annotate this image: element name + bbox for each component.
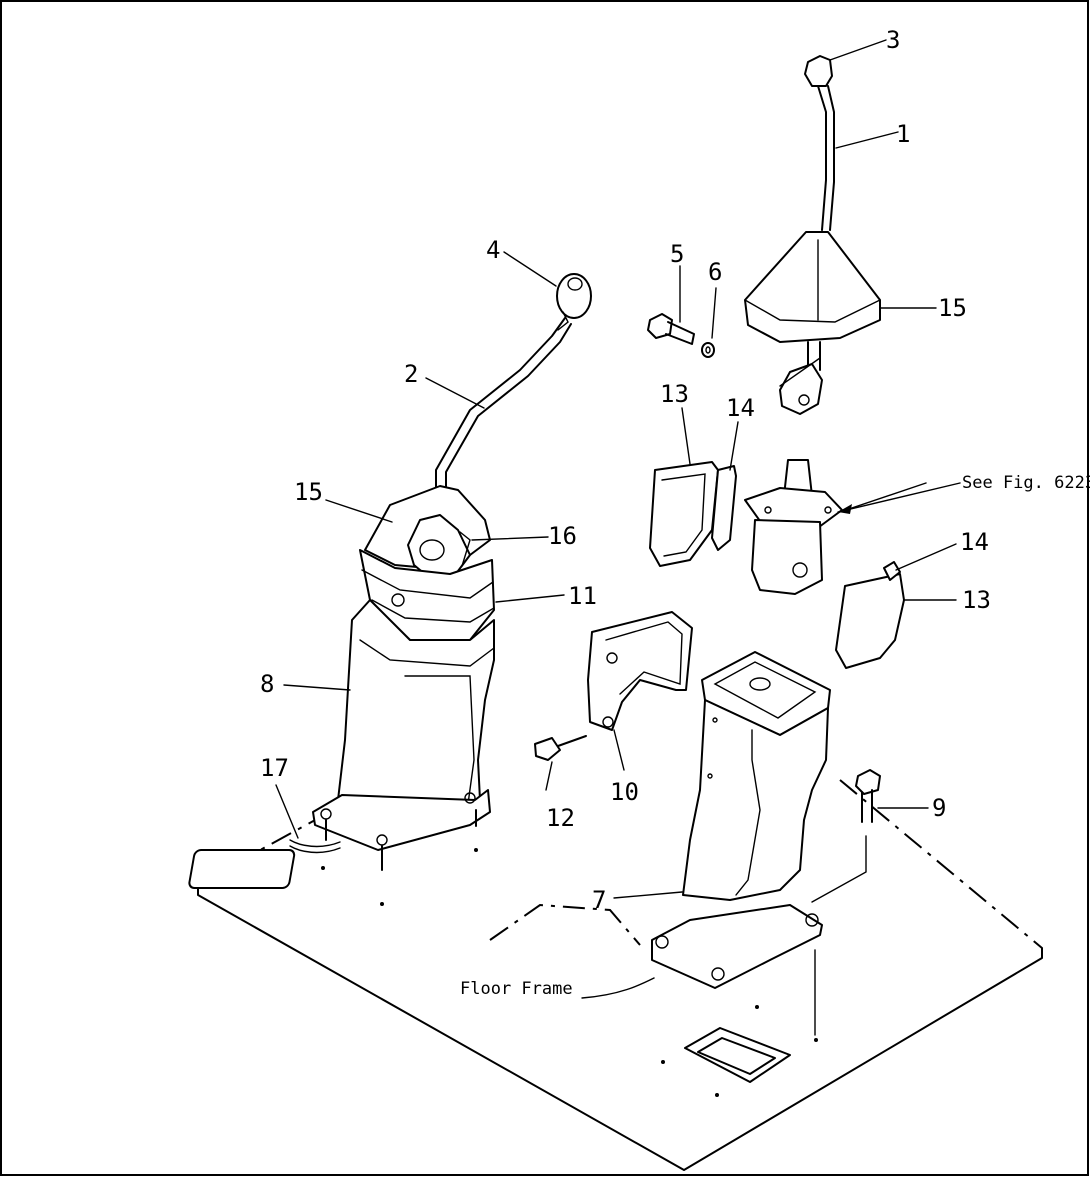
- label-4: 4: [486, 236, 500, 264]
- right-lever: [744, 55, 881, 415]
- label-9: 9: [932, 794, 946, 822]
- bolt-9: [811, 769, 881, 1036]
- label-7: 7: [592, 886, 606, 914]
- leader-lines: [275, 39, 957, 899]
- label-1: 1: [896, 120, 910, 148]
- label-6: 6: [708, 258, 722, 286]
- label-15-left: 15: [294, 478, 323, 506]
- left-console: [289, 485, 495, 871]
- cover-13-14-right: [835, 561, 905, 669]
- right-console: [651, 651, 831, 989]
- label-3: 3: [886, 26, 900, 54]
- label-2: 2: [404, 360, 418, 388]
- label-15-right: 15: [938, 294, 967, 322]
- label-12: 12: [546, 804, 575, 832]
- label-14-right: 14: [960, 528, 989, 556]
- see-fig-arrowhead: [838, 504, 852, 514]
- floor-plate: [188, 779, 1043, 1171]
- label-5: 5: [670, 240, 684, 268]
- label-11: 11: [568, 582, 597, 610]
- label-17: 17: [260, 754, 289, 782]
- label-16: 16: [548, 522, 577, 550]
- valve-assembly: [744, 459, 843, 595]
- cover-10: [587, 611, 693, 731]
- see-fig-note: See Fig. 6223: [962, 473, 1090, 493]
- see-fig-arrow: [837, 482, 961, 513]
- bolt-and-washer: [647, 313, 715, 358]
- label-13-right: 13: [962, 586, 991, 614]
- floor-frame-label: Floor Frame: [460, 979, 573, 999]
- label-14-upper: 14: [726, 394, 755, 422]
- sensor-12: [534, 735, 587, 761]
- label-13-upper: 13: [660, 380, 689, 408]
- label-8: 8: [260, 670, 274, 698]
- label-10: 10: [610, 778, 639, 806]
- cover-13-14-upper: [649, 461, 737, 567]
- left-lever: [435, 273, 592, 489]
